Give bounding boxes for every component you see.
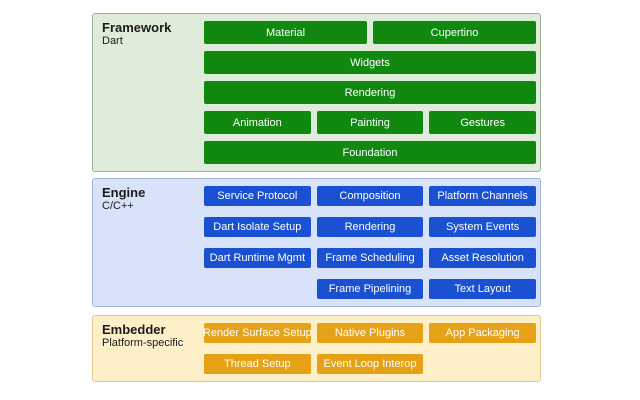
box-text-layout: Text Layout	[429, 279, 536, 299]
box-render-surface-setup: Render Surface Setup	[203, 323, 312, 343]
box-thread-setup: Thread Setup	[204, 354, 311, 374]
box-event-loop-interop: Event Loop Interop	[316, 354, 424, 374]
embedder-row-1: Render Surface Setup Native Plugins App …	[203, 323, 536, 343]
box-material: Material	[204, 21, 367, 44]
engine-row-1: Service Protocol Composition Platform Ch…	[204, 186, 536, 206]
framework-row-4: Animation Painting Gestures	[204, 111, 536, 134]
engine-header: Engine C/C++	[102, 185, 145, 213]
framework-header: Framework Dart	[102, 20, 171, 48]
box-platform-channels: Platform Channels	[429, 186, 536, 206]
box-app-packaging: App Packaging	[429, 323, 536, 343]
engine-subtitle: C/C++	[102, 200, 134, 212]
embedder-boxes: Render Surface Setup Native Plugins App …	[203, 323, 536, 385]
box-animation: Animation	[204, 111, 311, 134]
embedder-row-2: Thread Setup Event Loop Interop	[204, 354, 536, 374]
box-rendering: Rendering	[204, 81, 536, 104]
box-frame-pipelining: Frame Pipelining	[316, 279, 424, 299]
box-engine-rendering: Rendering	[316, 217, 424, 237]
framework-row-5: Foundation	[204, 141, 536, 164]
embedder-header: Embedder Platform-specific	[102, 322, 183, 350]
box-dart-isolate-setup: Dart Isolate Setup	[204, 217, 311, 237]
engine-row-4: Frame Pipelining Text Layout	[204, 279, 536, 299]
box-dart-runtime-mgmt: Dart Runtime Mgmt	[204, 248, 311, 268]
box-foundation: Foundation	[204, 141, 536, 164]
engine-boxes: Service Protocol Composition Platform Ch…	[204, 186, 536, 310]
box-asset-resolution: Asset Resolution	[429, 248, 536, 268]
engine-row-3: Dart Runtime Mgmt Frame Scheduling Asset…	[204, 248, 536, 268]
box-composition: Composition	[316, 186, 424, 206]
embedder-title: Embedder	[102, 322, 166, 337]
engine-title: Engine	[102, 185, 146, 200]
framework-subtitle: Dart	[102, 35, 123, 47]
box-frame-scheduling: Frame Scheduling	[316, 248, 424, 268]
box-gestures: Gestures	[429, 111, 536, 134]
box-native-plugins: Native Plugins	[316, 323, 424, 343]
framework-row-3: Rendering	[204, 81, 536, 104]
embedder-layer: Embedder Platform-specific Render Surfac…	[92, 315, 541, 382]
framework-row-1: Material Cupertino	[204, 21, 536, 44]
framework-title: Framework	[102, 20, 172, 35]
embedder-subtitle: Platform-specific	[102, 337, 184, 349]
box-painting: Painting	[316, 111, 424, 134]
framework-layer: Framework Dart Material Cupertino Widget…	[92, 13, 541, 172]
box-service-protocol: Service Protocol	[204, 186, 311, 206]
framework-boxes: Material Cupertino Widgets Rendering Ani…	[204, 21, 536, 171]
engine-row-2: Dart Isolate Setup Rendering System Even…	[204, 217, 536, 237]
framework-row-2: Widgets	[204, 51, 536, 74]
engine-layer: Engine C/C++ Service Protocol Compositio…	[92, 178, 541, 307]
box-cupertino: Cupertino	[373, 21, 536, 44]
box-system-events: System Events	[429, 217, 536, 237]
box-widgets: Widgets	[204, 51, 536, 74]
